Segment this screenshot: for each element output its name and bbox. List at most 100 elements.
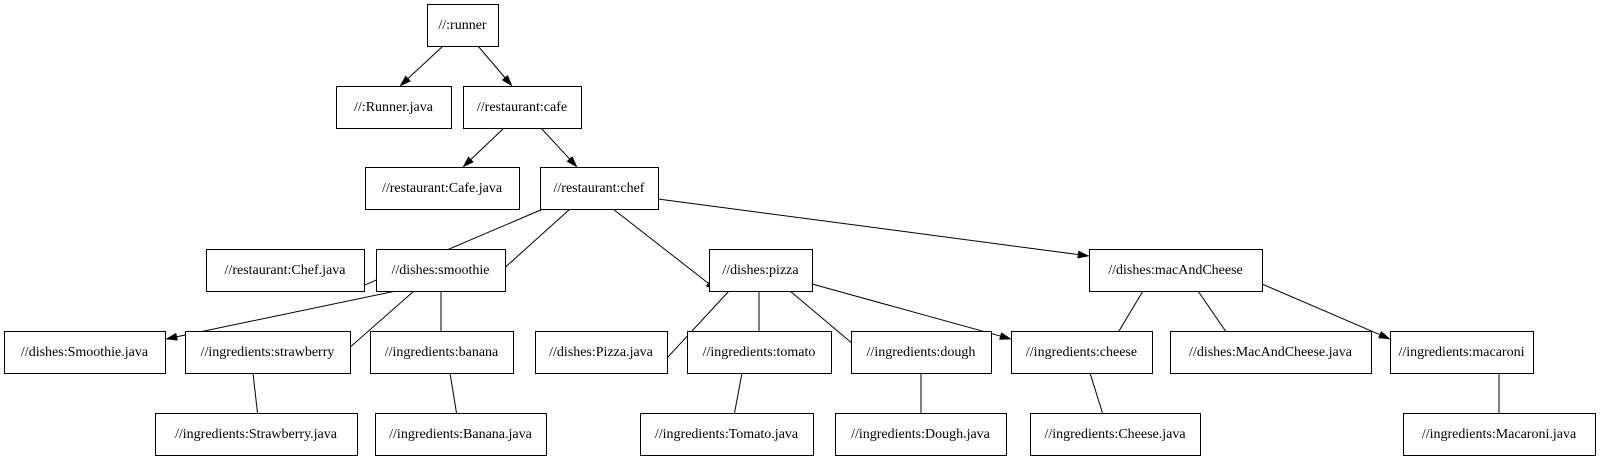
node-label: //ingredients:Banana.java [389, 427, 532, 442]
edge-line [657, 198, 1079, 256]
node-box[interactable] [185, 331, 351, 374]
node-cheese[interactable]: //ingredients:cheese [1011, 331, 1153, 374]
node-box[interactable] [1390, 331, 1534, 374]
edge-cafe-to-cafe_java [462, 127, 505, 168]
arrowhead-icon [501, 74, 513, 87]
node-label: //ingredients:cheese [1026, 345, 1137, 360]
arrowhead-icon [165, 332, 178, 341]
node-label: //ingredients:Macaroni.java [1422, 427, 1577, 442]
edge-runner-to-runner_java [399, 45, 444, 87]
node-box[interactable] [375, 413, 547, 456]
node-macaroni[interactable]: //ingredients:macaroni [1390, 331, 1534, 374]
node-runner_java[interactable]: //:Runner.java [336, 86, 452, 129]
edge-line [477, 45, 506, 78]
node-box[interactable] [427, 4, 499, 47]
edge-runner-to-cafe [477, 45, 513, 87]
edge-line [662, 290, 730, 364]
arrowhead-icon [462, 156, 474, 168]
node-box[interactable] [1403, 413, 1596, 456]
node-strawberry_java[interactable]: //ingredients:Strawberry.java [155, 413, 358, 456]
edge-line [176, 290, 397, 338]
node-label: //dishes:Smoothie.java [21, 345, 149, 360]
node-banana[interactable]: //ingredients:banana [370, 331, 514, 374]
node-smoothie_java[interactable]: //dishes:Smoothie.java [4, 331, 166, 374]
node-box[interactable] [1011, 331, 1153, 374]
node-cafe_java[interactable]: //restaurant:Cafe.java [365, 167, 520, 210]
node-macaroni_java[interactable]: //ingredients:Macaroni.java [1403, 413, 1596, 456]
node-strawberry[interactable]: //ingredients:strawberry [185, 331, 351, 374]
node-label: //ingredients:Dough.java [851, 427, 991, 442]
node-box[interactable] [4, 331, 166, 374]
node-box[interactable] [540, 167, 659, 210]
node-chef_java[interactable]: //restaurant:Chef.java [206, 249, 365, 292]
node-box[interactable] [206, 249, 365, 292]
node-label: //:Runner.java [354, 100, 434, 115]
node-label: //restaurant:Chef.java [225, 263, 347, 278]
node-box[interactable] [376, 249, 506, 292]
node-smoothie[interactable]: //dishes:smoothie [376, 249, 506, 292]
node-pizza_java[interactable]: //dishes:Pizza.java [535, 331, 668, 374]
node-label: //dishes:smoothie [392, 263, 490, 278]
node-label: //ingredients:dough [867, 345, 976, 360]
edge-cafe-to-chef [540, 127, 578, 168]
node-box[interactable] [155, 413, 358, 456]
node-box[interactable] [463, 86, 582, 129]
node-label: //dishes:Pizza.java [549, 345, 654, 360]
arrowhead-icon [1378, 330, 1391, 340]
node-label: //ingredients:Strawberry.java [175, 427, 338, 442]
node-box[interactable] [365, 167, 520, 210]
node-label: //dishes:pizza [722, 263, 799, 278]
arrowhead-icon [399, 75, 411, 87]
node-banana_java[interactable]: //ingredients:Banana.java [375, 413, 547, 456]
node-macandcheese[interactable]: //dishes:macAndCheese [1089, 249, 1263, 292]
arrowhead-icon [999, 332, 1012, 340]
node-macandcheese_java[interactable]: //dishes:MacAndCheese.java [1170, 331, 1372, 374]
node-label: //ingredients:strawberry [201, 345, 335, 360]
edge-line [1261, 283, 1381, 336]
edge-chef-to-pizza [612, 208, 718, 291]
node-box[interactable] [370, 331, 514, 374]
node-box[interactable] [709, 249, 813, 292]
node-label: //dishes:macAndCheese [1108, 263, 1243, 278]
edge-line [811, 283, 1001, 337]
node-tomato[interactable]: //ingredients:tomato [687, 331, 832, 374]
node-cheese_java[interactable]: //ingredients:Cheese.java [1030, 413, 1201, 456]
node-box[interactable] [1030, 413, 1201, 456]
node-box[interactable] [687, 331, 832, 374]
arrowhead-icon [1077, 250, 1090, 259]
node-box[interactable] [1089, 249, 1263, 292]
node-box[interactable] [1170, 331, 1372, 374]
node-cafe[interactable]: //restaurant:cafe [463, 86, 582, 129]
node-dough[interactable]: //ingredients:dough [851, 331, 992, 374]
node-pizza[interactable]: //dishes:pizza [709, 249, 813, 292]
edge-line [612, 208, 709, 284]
node-runner[interactable]: //:runner [427, 4, 499, 47]
edge-pizza-to-cheese [811, 283, 1012, 340]
node-label: //ingredients:Cheese.java [1044, 427, 1186, 442]
arrowhead-icon [566, 156, 578, 168]
nodes-layer: //:runner //:Runner.java //restaurant:cafe… [4, 4, 1596, 456]
node-label: //restaurant:cafe [477, 100, 567, 115]
node-label: //ingredients:Tomato.java [655, 427, 799, 442]
node-label: //ingredients:macaroni [1399, 345, 1525, 360]
node-label: //dishes:MacAndCheese.java [1189, 345, 1353, 360]
edge-line [470, 127, 505, 160]
node-label: //:runner [438, 18, 487, 33]
node-tomato_java[interactable]: //ingredients:Tomato.java [640, 413, 814, 456]
edge-macandcheese-to-macaroni [1261, 283, 1391, 340]
node-chef[interactable]: //restaurant:chef [540, 167, 659, 210]
node-box[interactable] [851, 331, 992, 374]
node-dough_java[interactable]: //ingredients:Dough.java [835, 413, 1007, 456]
edge-chef-to-macandcheese [657, 198, 1090, 259]
node-box[interactable] [535, 331, 668, 374]
node-box[interactable] [835, 413, 1007, 456]
edge-line [540, 127, 570, 160]
edge-line [407, 45, 444, 79]
node-box[interactable] [336, 86, 452, 129]
node-box[interactable] [640, 413, 814, 456]
node-label: //restaurant:Cafe.java [382, 181, 503, 196]
edge-smoothie-to-smoothie_java [165, 290, 397, 341]
node-label: //ingredients:banana [385, 345, 499, 360]
